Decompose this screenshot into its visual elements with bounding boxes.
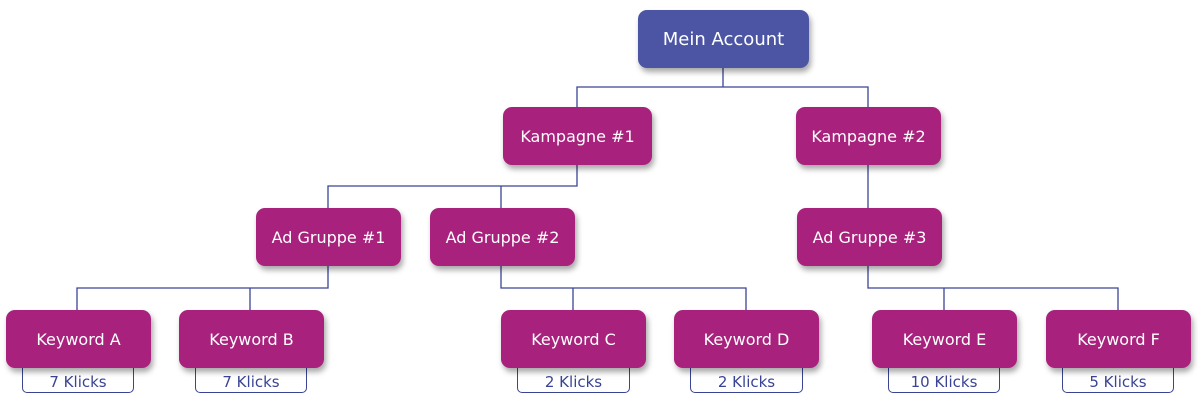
node-mein-account: Mein Account (638, 10, 809, 68)
connector-adgroup2-keywords (500, 266, 747, 310)
keyword-c-clicks: 2 Klicks (517, 368, 630, 393)
connector-adgroup1-keywords (76, 266, 329, 310)
node-ad-gruppe-2: Ad Gruppe #2 (430, 208, 575, 266)
keyword-a-clicks: 7 Klicks (22, 368, 134, 393)
node-label: Keyword E (902, 329, 987, 349)
node-label: Mein Account (662, 28, 785, 50)
node-label: Keyword B (209, 329, 294, 349)
keyword-e-clicks: 10 Klicks (888, 368, 1000, 393)
node-label: Ad Gruppe #3 (812, 227, 927, 247)
node-keyword-c: Keyword C (501, 310, 646, 368)
node-label: Ad Gruppe #1 (271, 227, 386, 247)
node-ad-gruppe-3: Ad Gruppe #3 (797, 208, 942, 266)
node-keyword-b: Keyword B (179, 310, 324, 368)
node-keyword-a: Keyword A (6, 310, 151, 368)
connector-root-campaigns (576, 68, 869, 107)
node-ad-gruppe-1: Ad Gruppe #1 (256, 208, 401, 266)
node-keyword-e: Keyword E (872, 310, 1017, 368)
node-label: Keyword F (1077, 329, 1160, 349)
node-kampagne-1: Kampagne #1 (503, 107, 652, 165)
node-keyword-f: Keyword F (1046, 310, 1191, 368)
connector-campaign1-adgroups (327, 165, 578, 208)
connector-adgroup3-keywords (867, 266, 1119, 310)
node-kampagne-2: Kampagne #2 (796, 107, 941, 165)
keyword-d-clicks: 2 Klicks (690, 368, 803, 393)
clicks-label: 7 Klicks (49, 373, 107, 391)
clicks-label: 5 Klicks (1089, 373, 1147, 391)
keyword-b-clicks: 7 Klicks (195, 368, 307, 393)
clicks-label: 2 Klicks (717, 373, 776, 391)
clicks-label: 10 Klicks (910, 373, 978, 391)
node-label: Keyword D (703, 329, 790, 349)
node-label: Kampagne #2 (811, 126, 926, 146)
clicks-label: 2 Klicks (544, 373, 603, 391)
node-label: Kampagne #1 (520, 126, 635, 146)
node-label: Keyword C (531, 329, 616, 349)
node-label: Keyword A (36, 329, 121, 349)
node-keyword-d: Keyword D (674, 310, 819, 368)
node-label: Ad Gruppe #2 (445, 227, 560, 247)
clicks-label: 7 Klicks (222, 373, 280, 391)
keyword-f-clicks: 5 Klicks (1062, 368, 1174, 393)
